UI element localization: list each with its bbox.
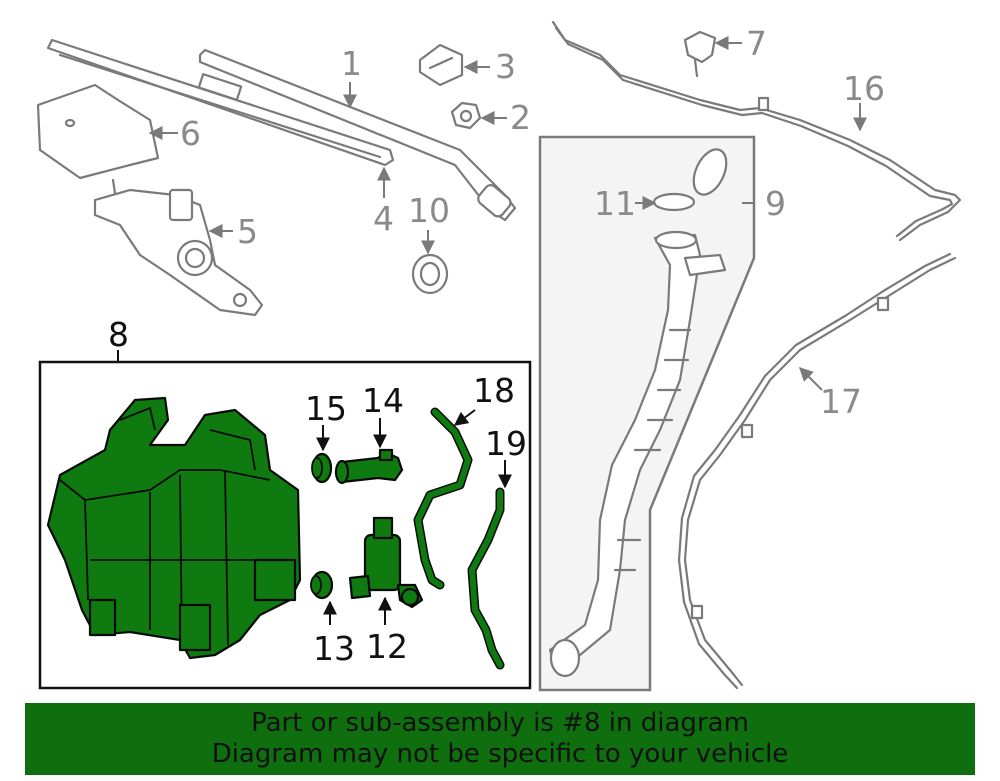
callout-1: 1 xyxy=(341,44,362,83)
washer-hose-16-part xyxy=(551,20,962,242)
callout-10: 10 xyxy=(408,191,450,230)
washer-pump-part xyxy=(348,516,424,609)
callout-6: 6 xyxy=(180,114,201,153)
callout-11: 11 xyxy=(594,184,636,223)
wiper-blade-part xyxy=(46,38,395,167)
callout-7: 7 xyxy=(746,24,767,63)
filler-neck-part xyxy=(548,148,728,678)
cowl-cover-part xyxy=(36,83,160,180)
banner-line-1: Part or sub-assembly is #8 in diagram xyxy=(251,708,749,738)
info-banner: Part or sub-assembly is #8 in diagram Di… xyxy=(25,703,975,775)
callout-5: 5 xyxy=(237,212,258,251)
washer-nozzle-part xyxy=(683,30,717,78)
nut-part xyxy=(450,101,482,130)
parts-diagram: 1 2 3 4 5 6 7 8 9 10 11 12 13 14 15 16 1… xyxy=(36,20,962,692)
leader-lines xyxy=(117,36,867,625)
callout-18: 18 xyxy=(473,371,515,410)
callout-9: 9 xyxy=(765,184,786,223)
callout-4: 4 xyxy=(373,199,394,238)
banner-line-2: Diagram may not be specific to your vehi… xyxy=(211,739,789,769)
wiper-arm-part xyxy=(198,48,517,222)
hose-19-part xyxy=(467,487,505,670)
grommet-15-part xyxy=(311,452,333,484)
callout-17: 17 xyxy=(820,382,862,421)
callout-13: 13 xyxy=(313,629,355,668)
callout-19: 19 xyxy=(485,424,527,463)
callout-8: 8 xyxy=(108,315,129,354)
callout-14: 14 xyxy=(362,381,404,420)
callout-15: 15 xyxy=(305,389,347,428)
level-sensor-part xyxy=(334,448,404,485)
grommet-part xyxy=(411,253,449,295)
callout-2: 2 xyxy=(510,98,531,137)
callout-labels: 1 2 3 4 5 6 7 8 9 10 11 12 13 14 15 16 1… xyxy=(108,24,885,668)
callout-12: 12 xyxy=(366,627,408,666)
wiper-motor-part xyxy=(93,178,264,317)
washer-hose-17-part xyxy=(677,252,957,690)
grommet-13-part xyxy=(310,570,334,600)
washer-reservoir-part xyxy=(46,396,302,660)
hose-18-part xyxy=(413,407,473,590)
callout-3: 3 xyxy=(495,47,516,86)
callout-16: 16 xyxy=(843,69,885,108)
cap-part xyxy=(418,43,464,87)
